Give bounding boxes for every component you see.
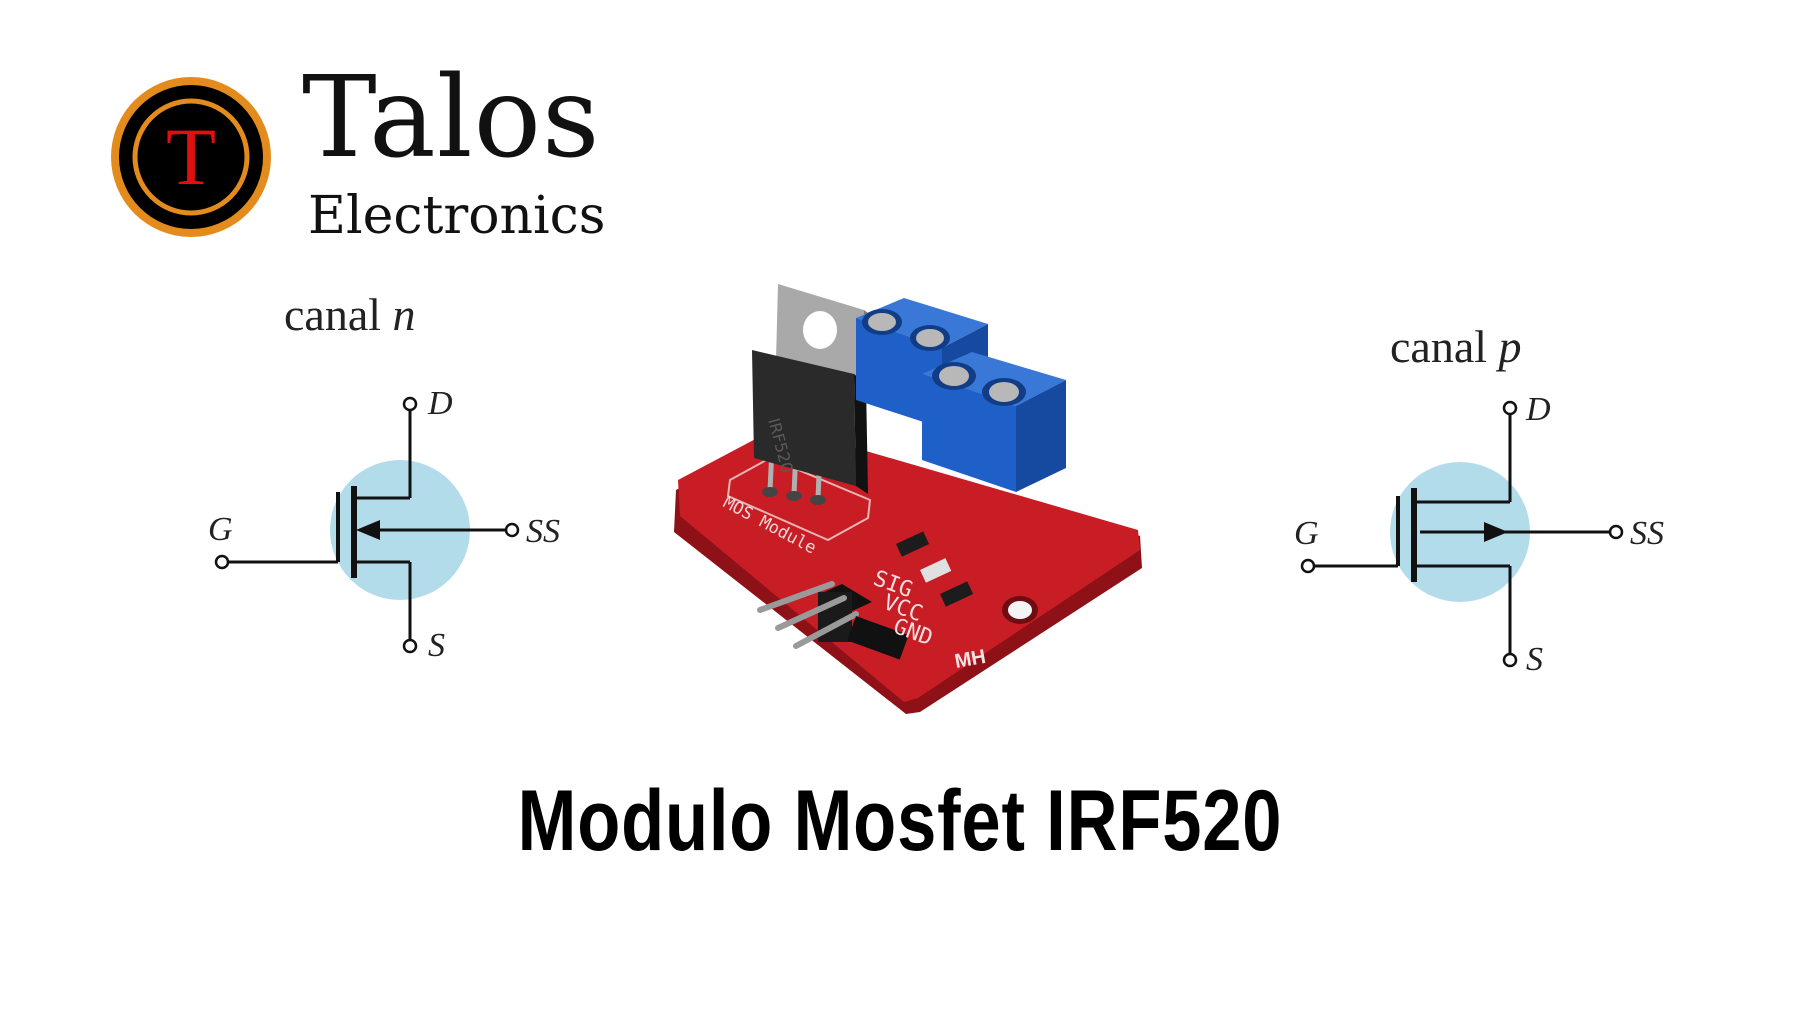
n-channel-mosfet-diagram: D G SS S: [208, 390, 560, 664]
arrow-right-icon: [1484, 522, 1508, 542]
arrow-left-icon: [356, 520, 380, 540]
terminal-block: [922, 352, 1066, 492]
transistor-irf520: IRF520: [752, 284, 872, 494]
pcb-board: [678, 426, 1140, 702]
label-s: S: [428, 627, 445, 664]
label-ss: SS: [526, 513, 560, 550]
p-channel-mosfet-diagram: D G SS S: [1294, 392, 1664, 678]
mosfet-module-image: MOS Module SIG VCC GND MH IRF520: [674, 284, 1142, 714]
left-caption: canal n: [284, 288, 416, 341]
header-pins: [757, 581, 909, 660]
logo-icon: T: [111, 77, 271, 237]
label-g: G: [1294, 515, 1319, 552]
right-caption-var: p: [1498, 321, 1522, 372]
label-d: D: [1525, 392, 1551, 428]
board-mark: MH: [953, 646, 987, 673]
page-title: Modulo Mosfet IRF520: [517, 773, 1283, 869]
brand-subtitle: Electronics: [308, 186, 606, 246]
label-ss: SS: [1630, 515, 1664, 552]
right-caption-prefix: canal: [1390, 321, 1499, 372]
left-caption-var: n: [392, 289, 416, 340]
brand-name: Talos: [302, 53, 601, 183]
label-d: D: [427, 390, 453, 422]
right-caption: canal p: [1390, 320, 1522, 373]
left-caption-prefix: canal: [284, 289, 393, 340]
logo-letter: T: [166, 111, 216, 202]
label-g: G: [208, 511, 233, 548]
label-s: S: [1526, 641, 1543, 678]
